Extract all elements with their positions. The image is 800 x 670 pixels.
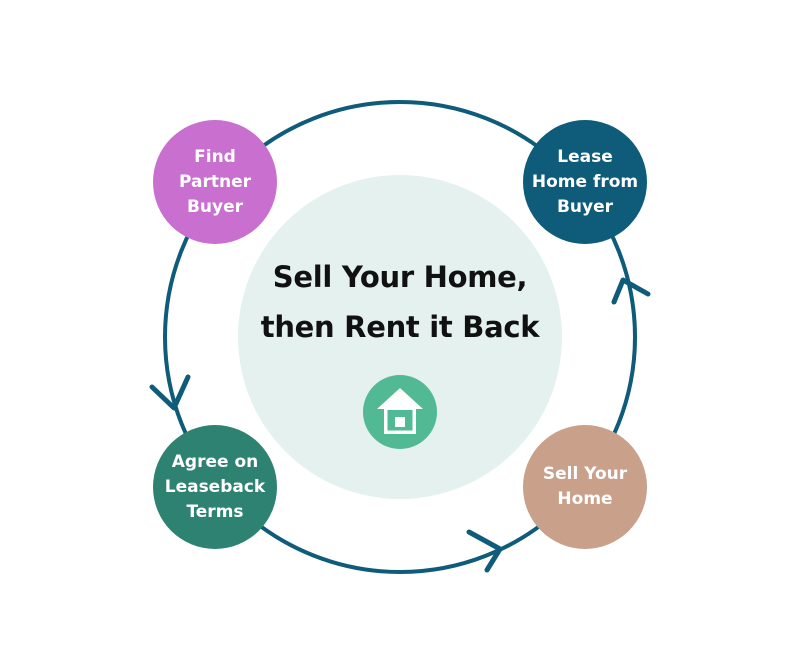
cycle-ring-path [163,100,637,574]
step-find-partner-buyer: Find Partner Buyer [153,120,277,244]
arrow-up-right [611,277,651,305]
center-title: Sell Your Home, then Rent it Back [260,260,540,344]
arrow-down-left [149,374,191,411]
step-label: Find Partner Buyer [178,146,251,217]
step-label: Sell Your Home [542,464,628,509]
step-sell-your-home: Sell Your Home [523,425,647,549]
home-icon [363,375,437,449]
step-lease-home-from-buyer: Lease Home from Buyer [523,120,647,244]
arrow-bottom-right [466,529,503,573]
step-agree-on-leaseback-terms: Agree on Leaseback Terms [153,425,277,549]
step-label: Lease Home from Buyer [531,146,639,217]
step-label: Agree on Leaseback Terms [164,451,266,522]
